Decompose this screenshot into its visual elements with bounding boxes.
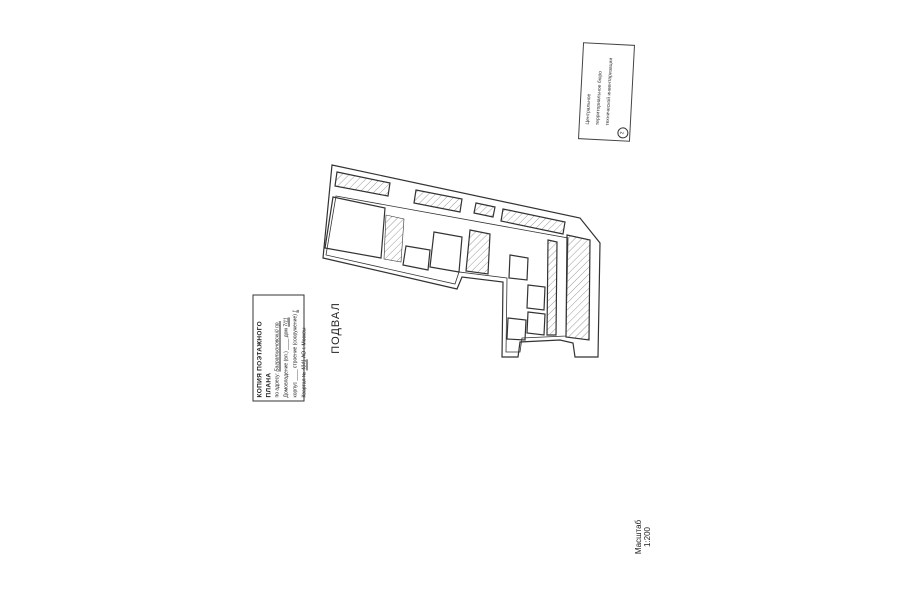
hatched-room <box>413 189 463 213</box>
hatched-room <box>465 229 491 275</box>
room <box>506 317 527 341</box>
room <box>383 214 405 263</box>
plan-outer-wall <box>322 164 601 358</box>
hatched-room <box>473 202 496 218</box>
hatched-room <box>546 239 558 336</box>
hatched-room <box>334 171 391 197</box>
hatched-room <box>565 234 591 341</box>
room <box>429 231 463 273</box>
room <box>324 196 386 259</box>
room <box>526 311 546 336</box>
hatched-room <box>500 208 566 235</box>
room <box>508 254 529 281</box>
room <box>402 245 431 271</box>
room <box>526 284 546 311</box>
